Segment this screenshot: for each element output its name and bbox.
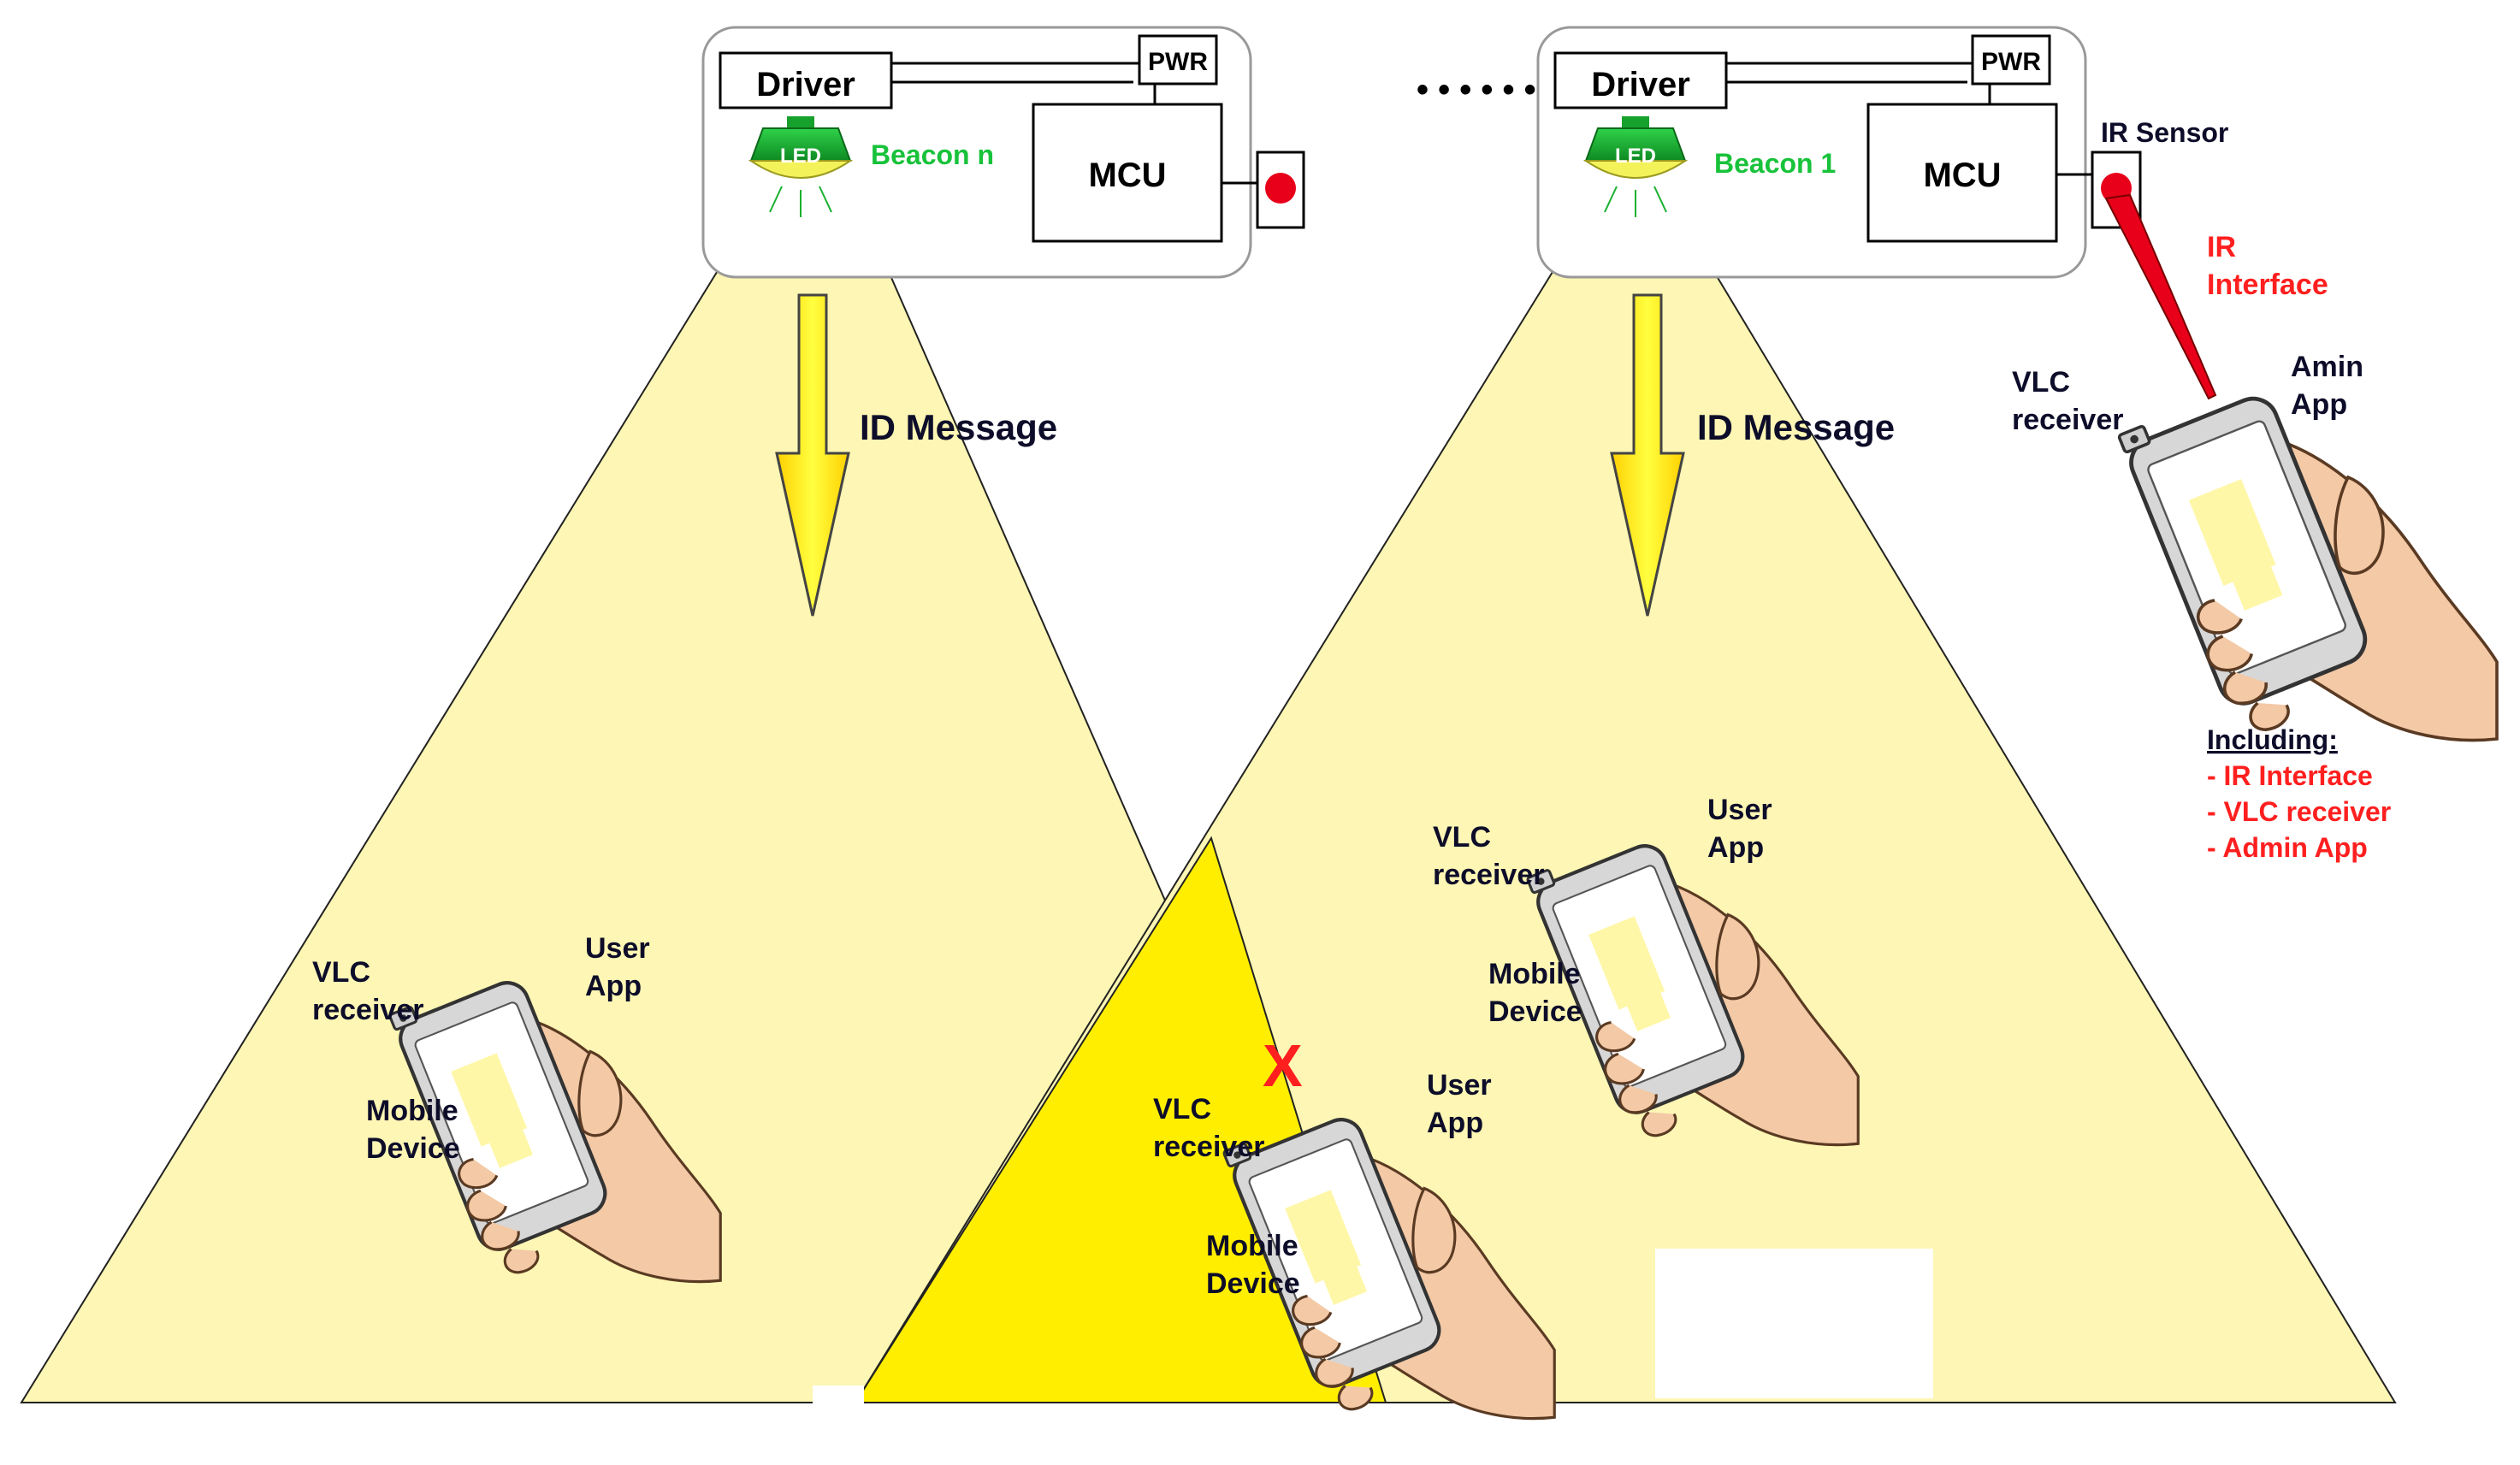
mobile-label-c2: Device (1488, 995, 1582, 1028)
vlc-label-c2: receiver (1433, 859, 1544, 891)
beacon-1-driver-box (1553, 51, 1728, 109)
admin-vlc-label-1: VLC (2012, 366, 2070, 399)
beacon-n-led-label: LED (780, 145, 821, 168)
user-app-label-a1: User (585, 932, 650, 965)
beam-cutout-mid (1655, 1249, 1933, 1398)
mobile-label-a2: Device (366, 1132, 460, 1165)
vlc-label-a1: VLC (312, 956, 370, 989)
id-message-label-n: ID Message (860, 407, 1057, 447)
id-message-label-1: ID Message (1697, 407, 1895, 447)
beam-cutout-bottom (0, 1404, 2520, 1465)
down-arrow-icon (1610, 293, 1685, 617)
beacon-ellipsis: • • • • • • • (1417, 71, 1558, 109)
including-item-3: - Admin App (2207, 832, 2368, 863)
including-item-1: - IR Interface (2207, 760, 2373, 791)
ir-interface-label-2: Interface (2207, 269, 2328, 301)
ir-sensor-icon (1265, 173, 1296, 204)
admin-vlc-label-2: receiver (2012, 404, 2123, 436)
vlc-label-b1: VLC (1153, 1093, 1211, 1125)
beacon-1-mcu-label: MCU (1923, 157, 2001, 194)
reject-x-icon: X (1263, 1032, 1303, 1099)
vlc-label-b2: receiver (1153, 1131, 1264, 1163)
beacon-1-pwr-box (1971, 34, 2051, 86)
beam-overlap-region (854, 836, 1387, 1403)
down-arrow-icon (775, 293, 850, 617)
vlc-label-c1: VLC (1433, 821, 1491, 854)
beacon-1-led-label: LED (1615, 145, 1656, 168)
ir-interface-label-1: IR (2207, 231, 2236, 263)
beacon-n-mcu-box (1032, 103, 1223, 243)
user-app-label-c2: App (1707, 831, 1764, 864)
mobile-label-c1: Mobile (1488, 958, 1581, 990)
beacon-n-name: Beacon n (871, 139, 994, 170)
beacon-n-mcu-label: MCU (1088, 157, 1166, 194)
including-title: Including: (2207, 724, 2338, 755)
vlc-label-a2: receiver (312, 994, 423, 1026)
beacon-n-pwr-label: PWR (1148, 48, 1208, 76)
beacon-1-name: Beacon 1 (1714, 148, 1836, 179)
beacon-1-module: Driver PWR MCU LED Beacon 1 IR Sensor (1536, 26, 2228, 279)
user-app-label-b1: User (1427, 1069, 1492, 1102)
including-item-2: - VLC receiver (2207, 796, 2391, 827)
user-app-label-b2: App (1427, 1107, 1483, 1139)
beacon-n-driver-label: Driver (756, 66, 855, 103)
beacon-1-driver-label: Driver (1591, 66, 1690, 103)
ir-beam (2104, 193, 2217, 400)
beacon-n-module: Driver PWR MCU LED Beacon n (701, 26, 1305, 279)
mobile-label-b1: Mobile (1206, 1230, 1298, 1262)
admin-app-label-2: App (2291, 388, 2347, 421)
hand-phone-icon (2119, 378, 2497, 741)
beacon-n-pwr-box (1138, 34, 1218, 86)
beacon-n-driver-box (719, 51, 893, 109)
user-app-label-c1: User (1707, 794, 1772, 826)
ir-sensor-label: IR Sensor (2101, 117, 2228, 148)
mobile-label-b2: Device (1206, 1267, 1300, 1300)
admin-app-label-1: Amin (2291, 351, 2363, 383)
mobile-label-a1: Mobile (366, 1095, 458, 1127)
user-app-label-a2: App (585, 970, 642, 1002)
beacon-1-mcu-box (1866, 103, 2058, 243)
beacon-1-pwr-label: PWR (1981, 48, 2041, 76)
